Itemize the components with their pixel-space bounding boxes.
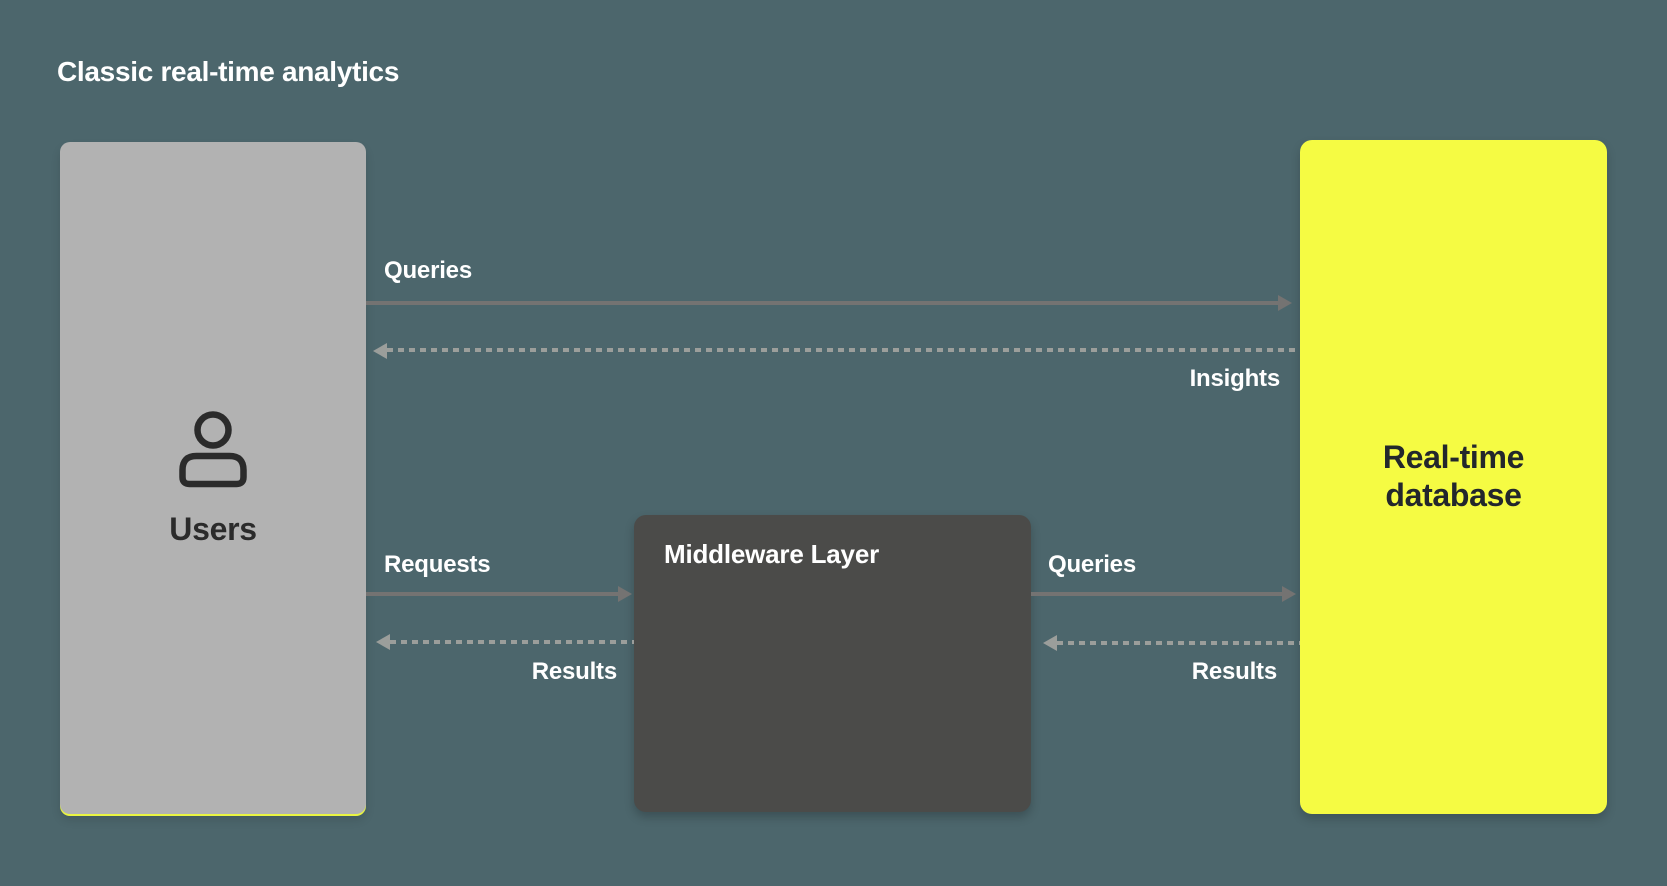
edge-label-results-right: Results <box>1191 658 1277 685</box>
edge-label-queries-top: Queries <box>384 257 472 284</box>
edge-label-results-left: Results <box>531 658 617 685</box>
edge-database-to-middleware-line <box>1057 641 1300 645</box>
middleware-label: Middleware Layer <box>664 539 879 569</box>
edge-middleware-to-database-line <box>1031 592 1282 596</box>
edge-label-insights: Insights <box>1189 365 1281 392</box>
arrowhead-right-icon <box>1278 295 1292 311</box>
node-database: Real-time database <box>1300 140 1607 814</box>
arrowhead-left-icon <box>376 634 390 650</box>
edge-users-to-database-line <box>366 301 1278 305</box>
edge-middleware-to-users-line <box>390 640 634 644</box>
arrowhead-left-icon <box>373 343 387 359</box>
edge-label-requests: Requests <box>384 551 491 578</box>
user-icon <box>179 409 247 493</box>
database-label: Real-time database <box>1382 439 1525 513</box>
arrowhead-left-icon <box>1043 635 1057 651</box>
users-label: Users <box>169 510 257 547</box>
edge-label-queries-right: Queries <box>1048 551 1136 578</box>
arrowhead-right-icon <box>618 586 632 602</box>
node-middleware: Middleware Layer <box>634 515 1031 812</box>
edge-users-to-middleware-line <box>366 592 618 596</box>
arrowhead-right-icon <box>1282 586 1296 602</box>
page-title: Classic real-time analytics <box>57 56 400 87</box>
node-users: Users <box>60 142 366 814</box>
edge-database-to-users-line <box>387 348 1300 352</box>
